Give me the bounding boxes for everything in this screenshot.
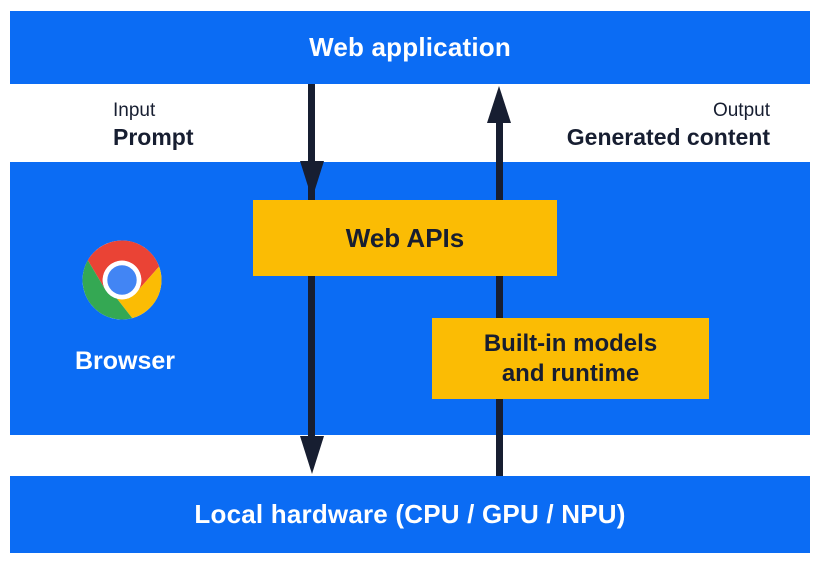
- builtin-models-line2: and runtime: [501, 359, 640, 387]
- input-annotation: Input Prompt: [113, 98, 194, 152]
- output-label: Generated content: [566, 124, 770, 150]
- web-apis-box: Web APIs: [253, 200, 557, 276]
- web-application-label: Web application: [309, 32, 511, 62]
- builtin-models-line1: Built-in models: [483, 329, 658, 357]
- web-apis-label: Web APIs: [345, 222, 465, 253]
- output-caption: Output: [712, 100, 770, 121]
- local-hardware-label: Local hardware (CPU / GPU / NPU): [194, 499, 626, 529]
- chrome-icon: [82, 240, 162, 320]
- input-arrowhead-web-apis: [300, 161, 324, 199]
- local-hardware-bar: Local hardware (CPU / GPU / NPU): [10, 476, 810, 553]
- output-flow-arrow-line: [496, 118, 503, 476]
- output-arrowhead-web-application: [487, 86, 511, 123]
- browser-label: Browser: [74, 347, 176, 375]
- input-arrowhead-hardware: [300, 436, 324, 474]
- builtin-models-label: Built-in models and runtime: [484, 329, 657, 389]
- builtin-models-box: Built-in models and runtime: [432, 318, 709, 399]
- input-label: Prompt: [113, 124, 194, 150]
- input-caption: Input: [113, 100, 156, 121]
- output-annotation: Output Generated content: [567, 98, 770, 152]
- web-application-bar: Web application: [10, 11, 810, 84]
